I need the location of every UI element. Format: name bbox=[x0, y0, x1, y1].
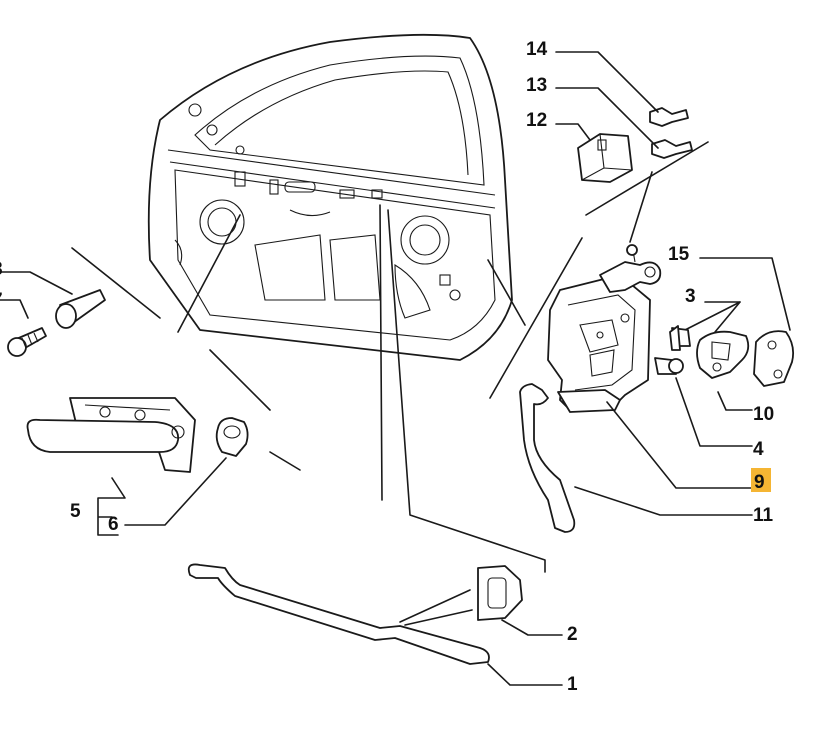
label-3: 3 bbox=[685, 286, 696, 307]
label-7: 7 bbox=[0, 290, 3, 311]
label-10: 10 bbox=[753, 404, 774, 425]
label-9: 9 bbox=[754, 472, 765, 493]
label-6: 6 bbox=[108, 514, 119, 535]
part-12-connector bbox=[577, 133, 633, 183]
part-7-screw bbox=[0, 299, 47, 357]
part-14-terminal bbox=[649, 107, 689, 127]
part-labels: 14 13 12 8 7 15 3 10 4 9 11 5 6 2 1 bbox=[0, 39, 774, 695]
part-11-cable bbox=[519, 383, 576, 533]
part-10-striker bbox=[696, 330, 750, 379]
label-leaders bbox=[487, 51, 791, 686]
part-6-lock-cylinder bbox=[215, 417, 249, 457]
label-5: 5 bbox=[70, 501, 81, 522]
label-12: 12 bbox=[526, 110, 547, 131]
label-15: 15 bbox=[668, 244, 690, 265]
label-2: 2 bbox=[567, 624, 578, 645]
label-11: 11 bbox=[753, 505, 774, 526]
highlight-box-9 bbox=[751, 468, 771, 492]
leader-lines bbox=[71, 141, 741, 626]
label-8: 8 bbox=[0, 259, 3, 280]
part-13-terminal bbox=[651, 139, 693, 159]
label-13: 13 bbox=[526, 75, 547, 96]
part-4-screw bbox=[654, 357, 684, 375]
part-1-rod bbox=[187, 563, 490, 665]
part-9-door-lock bbox=[547, 244, 662, 413]
door-shell bbox=[147, 33, 513, 361]
part-8-plug bbox=[0, 271, 106, 329]
label-14: 14 bbox=[526, 39, 548, 60]
label-4: 4 bbox=[753, 439, 764, 460]
part-5-outer-handle bbox=[26, 397, 196, 473]
part-15-shim-plate bbox=[753, 330, 795, 387]
part-2-rod-clip bbox=[477, 565, 523, 621]
part-3-screw bbox=[669, 325, 691, 351]
label-1: 1 bbox=[567, 674, 578, 695]
